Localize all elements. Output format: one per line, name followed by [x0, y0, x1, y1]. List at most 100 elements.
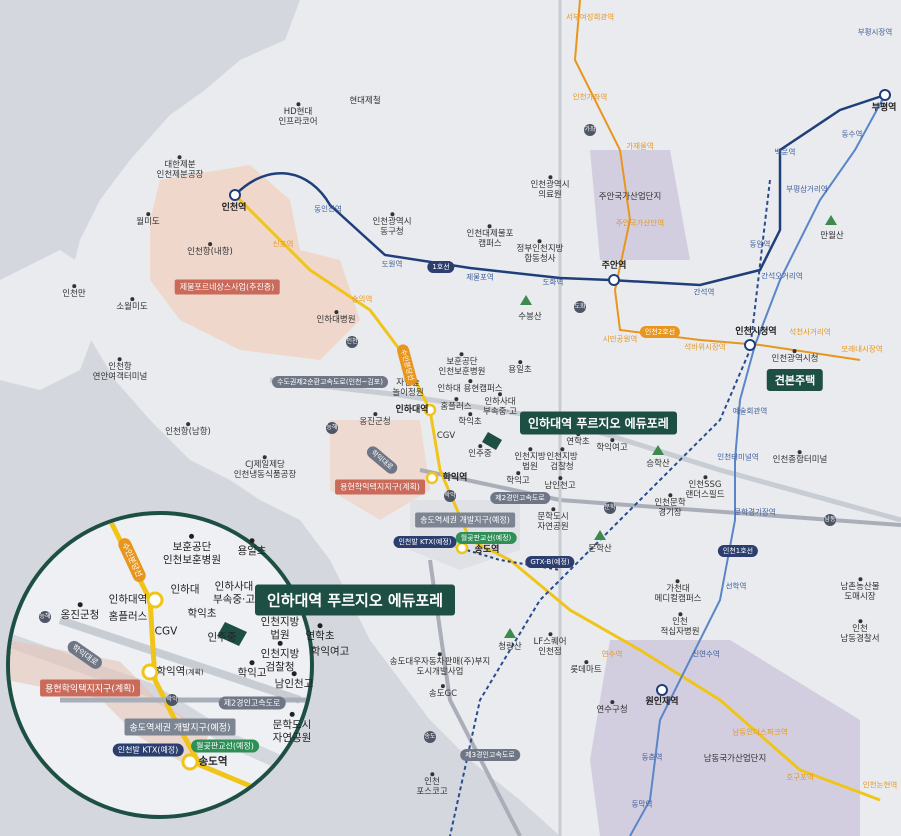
zone-name: 송도역세권 개발지구	[129, 723, 207, 734]
place-yeonsu-office: 연수구청	[596, 700, 627, 716]
station-marker	[879, 89, 891, 101]
place-bus-terminal: 인천종합터미널	[773, 450, 828, 466]
place-daehan-flour: 대한제분 인천제분공장	[157, 155, 204, 181]
line1-path	[234, 93, 886, 287]
woldot-suffix: (예정)	[232, 741, 254, 751]
woldot-name: 월곶판교선	[460, 534, 493, 542]
station-sinyeonsu: 신연수역	[692, 649, 720, 659]
place-suan-mountain: 수봉산	[518, 312, 542, 323]
woldot-badge: 월곶판교선(예정)	[455, 532, 517, 544]
place-coastal-terminal: 인천항 연안여객터미널	[93, 357, 148, 383]
place-inha-hospital: 인하대병원	[316, 310, 355, 326]
zoom-yonghyeon-zone: 용현학익택지지구(계획)	[40, 679, 140, 697]
place-okryeon: 옹진군청	[359, 412, 390, 428]
zoom-munhak-park: 문학도시 자연공원	[273, 712, 312, 744]
place-hd-hyundai: HD현대 인프라코어	[278, 102, 317, 128]
station-ganseok: 간석역	[693, 287, 715, 297]
place-cgv: CGV	[436, 431, 456, 442]
zoom-woldot-badge: 월곶판교선(예정)	[191, 739, 259, 753]
station-dongsu: 동수역	[841, 129, 863, 139]
station-marker	[425, 471, 439, 485]
place-munhak-mountain: 문학산	[588, 544, 612, 555]
gtxb-badge: GTX-B(예정)	[525, 556, 575, 568]
place-district-court: 인천지방 법원	[514, 447, 545, 473]
place-munhak-park: 문학도시 자연공원	[537, 507, 568, 533]
place-homeplus: 홈플러스	[440, 397, 471, 413]
mountain-icon	[520, 295, 532, 305]
station-seonhak: 선학역	[725, 581, 747, 591]
woldot-suffix: (예정)	[492, 534, 512, 542]
place-injoo-mid: 인주중	[468, 444, 491, 460]
zoom-hakik-girls: 학익여고	[310, 645, 350, 658]
namdong-industrial-area	[590, 640, 860, 836]
line1-badge: 1호선	[427, 261, 455, 273]
mountain-icon	[594, 530, 606, 540]
place-manwol-mountain: 만월산	[820, 231, 844, 242]
mountain-icon	[825, 215, 837, 225]
station-dongmak: 동막역	[631, 799, 653, 809]
place-juan-complex: 주안국가산업단지	[598, 192, 662, 203]
place-south-port: 인천항(남항)	[165, 422, 211, 438]
zoom-homeplus: 홈플러스	[108, 610, 148, 623]
station-incheon-cityhall: 인천시청역	[735, 326, 777, 337]
zone-suffix: (예정)	[488, 515, 510, 525]
zoom-okjin: 옹진군청	[61, 602, 100, 622]
zone-suffix: (추진중)	[245, 282, 275, 292]
gtxb-suffix: (예정)	[551, 558, 570, 566]
place-somido: 소월미도	[116, 297, 147, 313]
station-juan-industrial: 주안국가산단역	[615, 218, 665, 228]
place-posco-high: 인천 포스코고	[416, 772, 447, 798]
zoom-station-suffix: (계획)	[185, 668, 204, 677]
ktx-suffix: (예정)	[433, 538, 452, 546]
zone-suffix: (예정)	[206, 723, 231, 734]
third-expy-badge: 제3경인고속도로	[460, 749, 520, 761]
station-dongchun: 동춘역	[641, 752, 663, 762]
station-ganseok-ogeori: 간석오거리역	[761, 271, 803, 281]
station-bupyeong-market: 부평시장역	[857, 27, 893, 37]
woldot-name: 월곶판교선	[196, 741, 233, 751]
place-hyundai-steel: 현대제철	[349, 96, 381, 107]
ic-songdo-icon: 송도	[424, 731, 436, 743]
station-gajaeul: 가재울역	[626, 141, 654, 151]
zoom-namincheon: 남인천고	[275, 671, 314, 691]
place-hakik-elem: 학익초	[458, 412, 481, 428]
place-incheon-bay: 인천만	[62, 284, 85, 300]
station-hakik: 학익역	[442, 472, 468, 483]
station-bupyeong-samgeori: 부평삼거리역	[786, 184, 828, 194]
incheon1-badge: 인천1호선	[717, 545, 759, 557]
capital2-badge: 수도권제2순환고속도로(인천~김포)	[272, 376, 388, 388]
place-songdo-gc: 송도GC	[429, 684, 457, 700]
zone-name: 용현학익택지지구	[45, 684, 112, 695]
place-jemulpo-campus: 인천대제물포 캠퍼스	[467, 224, 514, 250]
station-seokcheon: 석천사거리역	[789, 327, 831, 337]
place-jeoksim: 인천 적십자병원	[660, 612, 699, 638]
station-marker	[608, 274, 620, 286]
station-incheon-gajwa: 인천가좌역	[572, 92, 608, 102]
place-cheongryang-mountain: 청량산	[498, 642, 522, 653]
place-gov-complex: 정부인천지방 합동청사	[517, 239, 564, 265]
station-incheon: 인천역	[221, 202, 247, 213]
station-sinpo: 신포역	[272, 239, 294, 249]
station-baegun: 백운역	[774, 147, 796, 157]
zoom-yeonhak: 연학초	[306, 623, 335, 643]
ktx-name: 인천발 KTX	[398, 538, 434, 546]
ktx-name: 인천발 KTX	[117, 745, 158, 755]
place-incheon-port: 인천항(내항)	[187, 242, 233, 258]
incheon1-line-path	[629, 94, 886, 836]
station-seobu: 서부여성회관역	[565, 12, 615, 22]
zoom-project-callout: 인하대역 푸르지오 에듀포레	[255, 584, 456, 616]
station-jemulpo: 제물포역	[466, 272, 494, 282]
station-marker	[229, 189, 241, 201]
place-medical-center: 인천광역시 의료원	[530, 175, 569, 201]
zoom-ic-hakik-icon: 학익	[166, 694, 178, 706]
place-veterans-hospital: 보훈공단 인천보훈병원	[439, 352, 486, 378]
place-namdong-complex: 남동국가산업단지	[703, 754, 767, 765]
zoom-prosecutor: 인천지방 검찰청	[261, 641, 300, 673]
zone-name: 용현학익택지지구	[340, 482, 399, 492]
zoom-cgv: CGV	[154, 625, 178, 638]
place-cj-plant: CJ제일제당 인천냉동식품공장	[234, 455, 297, 481]
zoom-songdo-zone: 송도역세권 개발지구(예정)	[124, 718, 236, 736]
zoom-veterans: 보훈공단 인천보훈병원	[163, 534, 221, 566]
